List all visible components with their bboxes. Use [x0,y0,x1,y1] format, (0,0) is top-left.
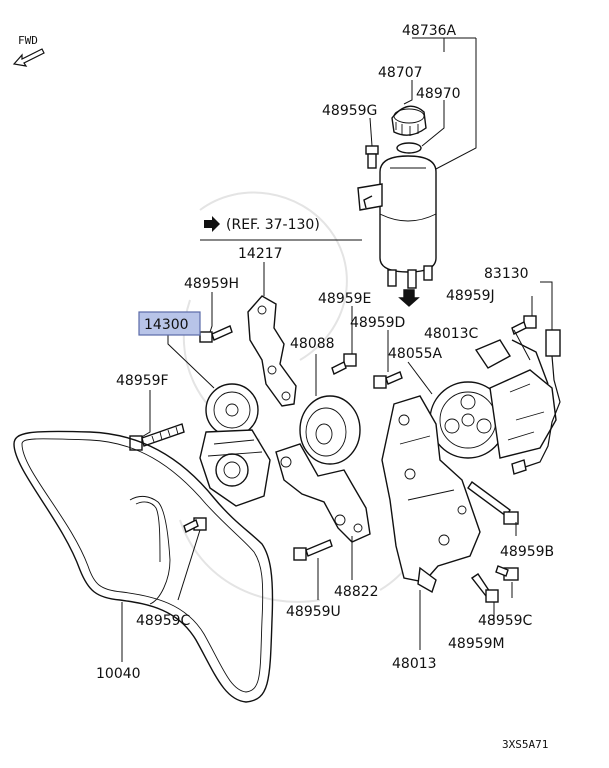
label-14217[interactable]: 14217 [238,246,283,262]
label-48959E[interactable]: 48959E [318,291,371,307]
bolt-48959C-left [177,517,207,601]
label-48088[interactable]: 48088 [290,336,335,352]
label-48707[interactable]: 48707 [378,65,423,81]
diagram-code: 3XS5A71 [502,738,548,751]
label-48959B[interactable]: 48959B [500,544,554,560]
reference-arrow-icon [204,216,220,232]
fwd-arrow-icon [12,48,45,67]
idler-pulley-assembly [275,354,371,600]
power-steering-pump [407,339,557,459]
label-10040[interactable]: 10040 [96,666,141,682]
label-48959F[interactable]: 48959F [116,373,169,389]
bolts-upper-middle [331,306,403,389]
label-14300[interactable]: 14300 [144,317,189,333]
label-48959H[interactable]: 48959H [184,276,239,292]
part-labels: 48736A 48707 48970 48959G 14217 48959H 1… [96,23,554,682]
drive-belt [13,430,274,703]
label-48959G[interactable]: 48959G [322,103,377,119]
label-48013[interactable]: 48013 [392,656,437,672]
label-48970[interactable]: 48970 [416,86,461,102]
label-48959C-right[interactable]: 48959C [478,613,533,629]
label-48055A[interactable]: 48055A [388,346,443,362]
label-48959U[interactable]: 48959U [286,604,341,620]
label-83130[interactable]: 83130 [484,266,529,282]
bolts-lower-right [467,481,519,624]
pressure-switch-harness [511,281,561,475]
label-48013C[interactable]: 48013C [424,326,479,342]
reference-label: (REF. 37-130) [226,217,320,233]
label-48959J[interactable]: 48959J [446,288,495,304]
reference-callout: (REF. 37-130) [200,216,362,241]
highlight-14300 [138,311,201,336]
pump-bracket [381,395,481,650]
fwd-label: FWD [18,34,38,47]
label-48959M[interactable]: 48959M [448,636,505,652]
label-48959D[interactable]: 48959D [350,315,405,331]
label-48736A[interactable]: 48736A [402,23,457,39]
auto-tensioner [167,292,271,507]
label-48959C-left[interactable]: 48959C [136,613,191,629]
label-48822[interactable]: 48822 [334,584,379,600]
forward-direction-indicator: FWD [12,34,45,67]
reservoir-assembly [357,37,477,307]
tensioner-bracket [247,262,297,407]
